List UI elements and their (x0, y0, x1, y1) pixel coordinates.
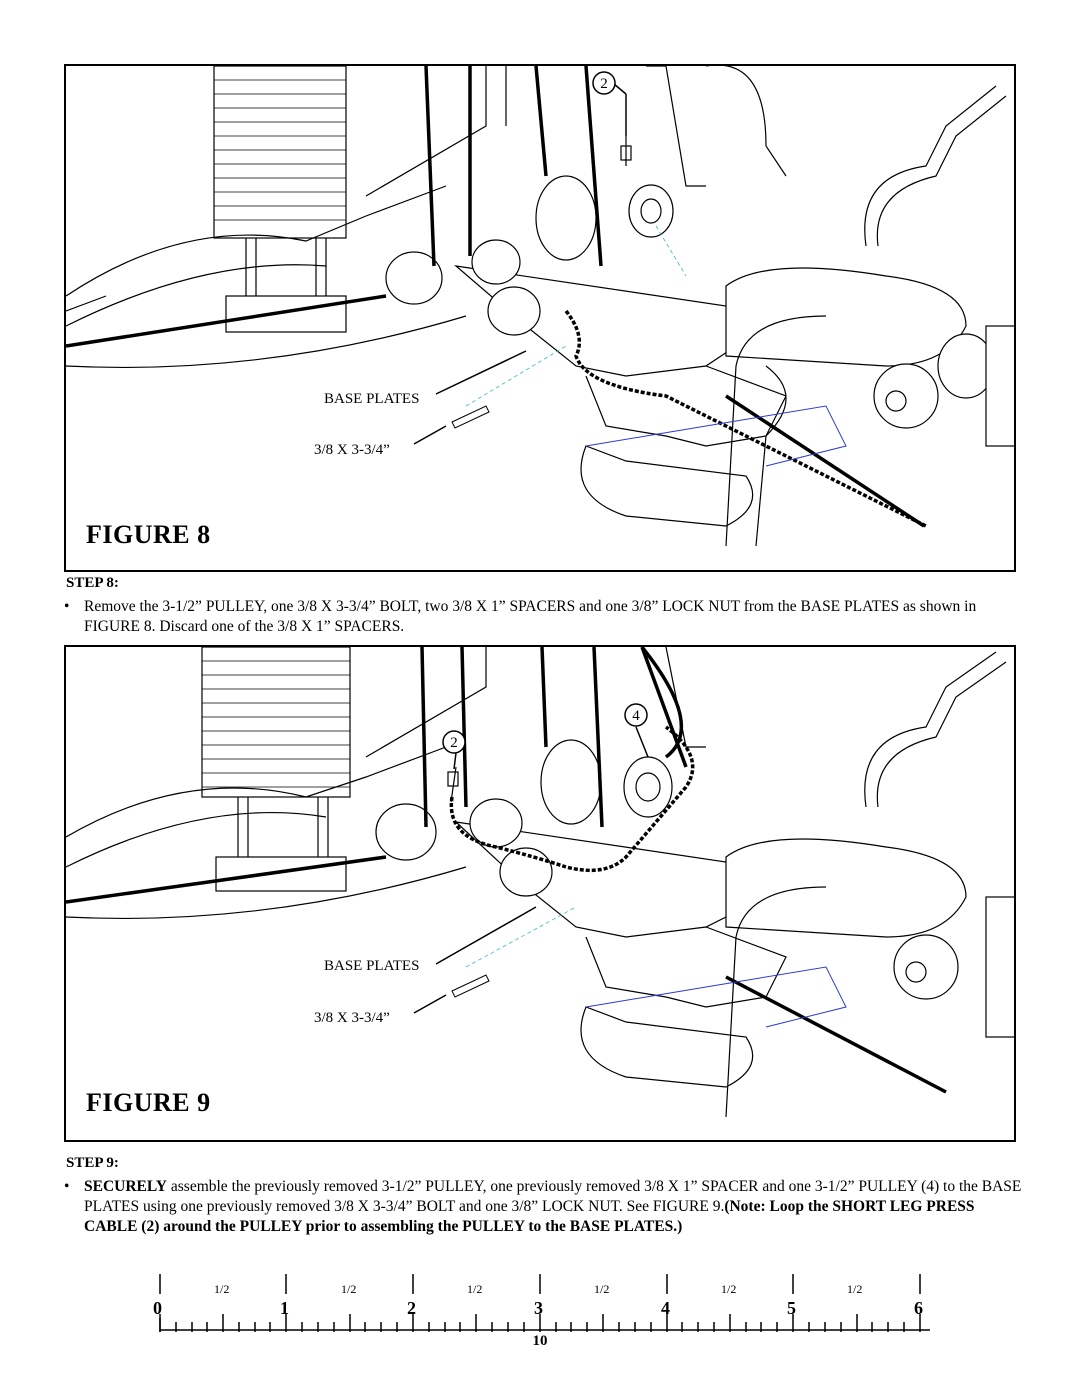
step-9-heading: STEP 9: (66, 1155, 119, 1171)
ruler-mark-1: 1 (280, 1298, 289, 1318)
base-plates-label: BASE PLATES (324, 391, 420, 407)
bolt-size-label: 3/8 X 3-3/4” (314, 442, 390, 458)
bullet: • (64, 1178, 70, 1195)
page-number: 10 (532, 1333, 548, 1349)
callout-2-number: 2 (450, 735, 458, 751)
ruler-graphic (159, 1274, 930, 1332)
securely-emphasis: SECURELY (84, 1178, 167, 1195)
inch-ruler: 0 1 2 3 4 5 6 1/2 1/2 1/2 1/2 1/2 1/2 (150, 1270, 940, 1350)
base-plates-label: BASE PLATES (324, 958, 420, 974)
figure-9-caption: FIGURE 9 (86, 1088, 211, 1117)
figure-8-caption: FIGURE 8 (86, 520, 211, 549)
callout-2-circle (442, 730, 466, 754)
ruler-half-mark: 1/2 (214, 1282, 230, 1296)
callout-4-number: 4 (632, 708, 640, 724)
figure-8-illustration: 2 BASE PLATES 3/8 X 3-3/4” FIGURE 8 (64, 64, 1016, 572)
ruler-half-mark: 1/2 (721, 1282, 737, 1296)
step-9-text: SECURELY assemble the previously removed… (84, 1177, 1024, 1237)
step-9-note: (Note: Loop the SHORT LEG PRESS CABLE (2… (84, 1198, 975, 1235)
callout-4-circle (624, 703, 648, 727)
ruler-mark-4: 4 (661, 1298, 670, 1318)
ruler-half-mark: 1/2 (341, 1282, 357, 1296)
ruler-half-mark: 1/2 (594, 1282, 610, 1296)
ruler-mark-6: 6 (914, 1298, 923, 1318)
figure-9-illustration: 4 2 BASE PLATES 3/8 X 3-3/4” FIGURE 9 (64, 645, 1016, 1142)
step-8-text: Remove the 3-1/2” PULLEY, one 3/8 X 3-3/… (84, 598, 977, 635)
ruler-mark-5: 5 (787, 1298, 796, 1318)
step-8-heading: STEP 8: (66, 575, 119, 591)
ruler-mark-0: 0 (153, 1298, 162, 1318)
bolt-size-label: 3/8 X 3-3/4” (314, 1010, 390, 1026)
figure-9-drawing: 4 2 (66, 647, 1014, 1118)
ruler-mark-2: 2 (407, 1298, 416, 1318)
bullet: • (64, 598, 70, 615)
step-9-main-text: assemble the previously removed 3-1/2” P… (84, 1178, 1022, 1215)
ruler-half-mark: 1/2 (847, 1282, 863, 1296)
step-8-instruction: • Remove the 3-1/2” PULLEY, one 3/8 X 3-… (64, 597, 1024, 637)
ruler-mark-3: 3 (534, 1298, 543, 1318)
figure-8-drawing: 2 (66, 66, 1014, 547)
callout-2-circle (592, 71, 616, 95)
ruler-half-mark: 1/2 (467, 1282, 483, 1296)
callout-2-number: 2 (600, 76, 608, 92)
step-9-instruction: • SECURELY assemble the previously remov… (64, 1177, 1024, 1237)
